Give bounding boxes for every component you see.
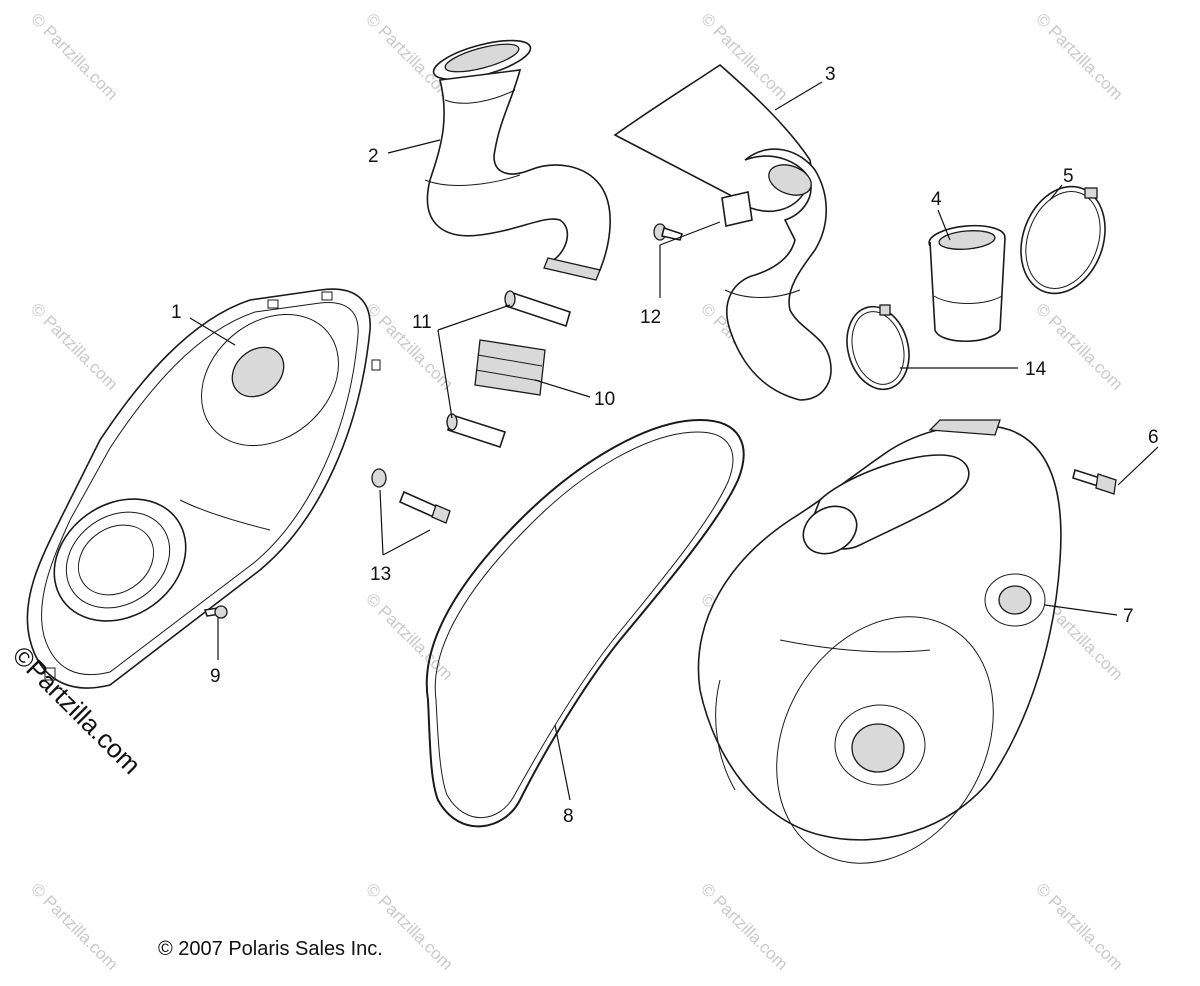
callout-3: 3 — [825, 64, 836, 85]
part-12-push-rivet — [653, 223, 684, 241]
watermark-text: © Partzilla.com — [697, 879, 791, 973]
part-11-pin-lower — [446, 413, 507, 449]
part-14-hose-clamp — [846, 304, 910, 391]
callout-1: 1 — [171, 302, 182, 323]
part-6-bolt — [1072, 468, 1117, 495]
callout-6: 6 — [1148, 427, 1159, 448]
part-7-outer-cover — [697, 419, 1062, 864]
part-2-intake-duct — [424, 39, 611, 281]
watermark-text: © Partzilla.com — [1032, 9, 1126, 103]
part-4-adapter-sleeve — [928, 224, 1006, 343]
callout-4: 4 — [931, 189, 942, 210]
callout-7: 7 — [1123, 606, 1134, 627]
watermark-text: © Partzilla.com — [1032, 299, 1126, 393]
callout-5: 5 — [1063, 166, 1074, 187]
part-3-exhaust-duct — [613, 63, 832, 401]
callout-12: 12 — [640, 307, 661, 328]
callout-2: 2 — [368, 146, 379, 167]
callout-13: 13 — [370, 564, 391, 585]
watermark-text: © Partzilla.com — [362, 299, 456, 393]
callout-8: 8 — [563, 806, 574, 827]
watermark-text: © Partzilla.com — [27, 879, 121, 973]
part-5-hose-clamp — [1020, 185, 1106, 295]
callout-11: 11 — [412, 312, 432, 333]
watermark-text: © Partzilla.com — [1032, 879, 1126, 973]
part-9-screw — [203, 605, 228, 619]
part-1-inner-cover — [26, 288, 381, 689]
callout-14: 14 — [1025, 359, 1047, 380]
callout-10: 10 — [594, 389, 615, 410]
leader-lines — [189, 81, 1159, 801]
part-8-drive-belt — [425, 418, 745, 828]
watermark-text: © Partzilla.com — [27, 299, 121, 393]
watermark-text: © Partzilla.com — [27, 9, 121, 103]
part-11-pin-upper — [504, 290, 571, 328]
copyright-notice: © 2007 Polaris Sales Inc. — [158, 938, 383, 960]
callout-9: 9 — [210, 666, 221, 687]
part-10-seal — [474, 339, 546, 396]
watermark-text: © Partzilla.com — [362, 589, 456, 683]
part-13-washer-bolt — [371, 468, 451, 524]
